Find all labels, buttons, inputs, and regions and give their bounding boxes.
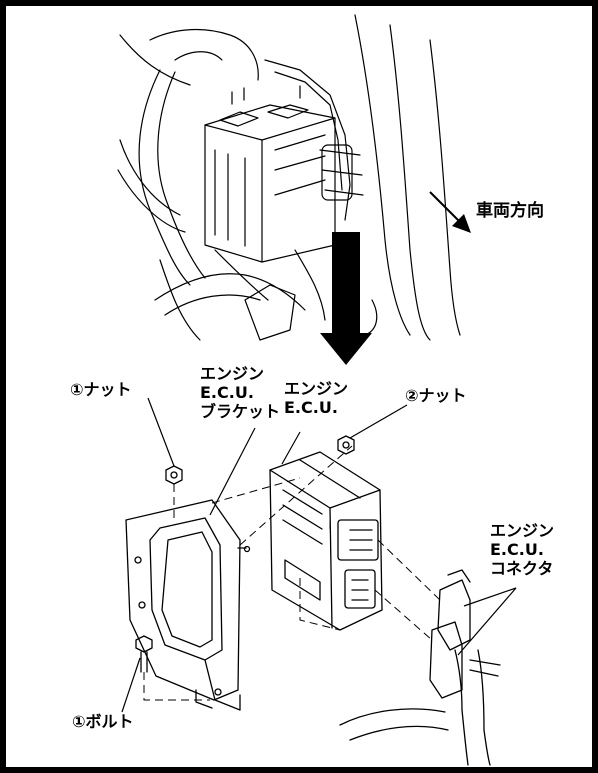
leader-lines — [121, 397, 517, 713]
connector-label: エンジン E.C.U. コネクタ — [490, 521, 554, 578]
nut-2-label: ②ナット — [405, 386, 467, 405]
ecu-label-line-2: E.C.U. — [284, 398, 338, 417]
ecu-illustration — [269, 451, 383, 631]
connector-label-line-3: コネクタ — [490, 559, 554, 578]
nut-1-illustration — [165, 465, 183, 485]
ecu-label-line-1: エンジン — [284, 379, 349, 398]
bolt-1-illustration — [135, 635, 153, 673]
ecu-connector-illustration — [339, 569, 501, 766]
bracket-label: エンジン E.C.U. ブラケット — [200, 364, 280, 421]
nut-2-illustration — [337, 435, 355, 455]
bracket-label-line-3: ブラケット — [200, 402, 281, 421]
connector-label-line-2: E.C.U. — [490, 540, 544, 559]
bolt-1-label: ①ボルト — [72, 712, 134, 731]
alignment-lines — [143, 445, 441, 701]
ecu-bracket-illustration — [125, 499, 251, 711]
nut-1-label: ①ナット — [70, 380, 132, 399]
ecu-label: エンジン E.C.U. — [284, 379, 348, 417]
vehicle-direction-arrow — [429, 191, 471, 233]
exploded-view — [125, 435, 501, 766]
vehicle-direction-label: 車両方向 — [476, 201, 544, 221]
connector-label-line-1: エンジン — [490, 521, 555, 540]
bracket-label-line-2: E.C.U. — [200, 383, 254, 402]
engine-bay-illustration — [117, 14, 461, 341]
bracket-label-line-1: エンジン — [200, 364, 265, 383]
transition-arrow — [320, 232, 372, 365]
